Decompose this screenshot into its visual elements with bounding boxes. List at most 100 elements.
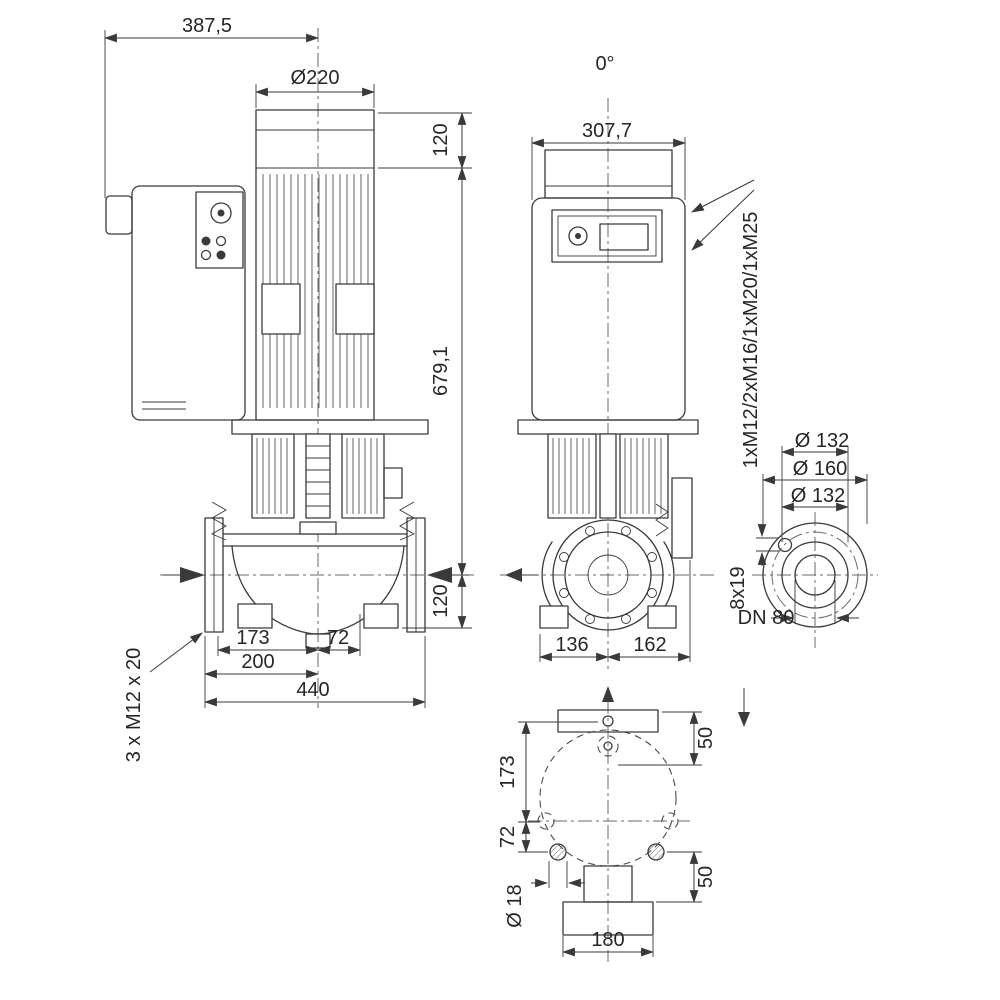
dim-bottom-120-label: 120	[430, 584, 452, 617]
control-knob-icon	[568, 226, 588, 246]
panel-button	[200, 249, 212, 261]
side-boss-hidden	[537, 812, 555, 830]
dim-plan-72-label: 72	[497, 826, 519, 848]
dim-height-label: 679,1	[430, 346, 452, 396]
pump-foot	[363, 603, 399, 629]
cable-gland-boss	[105, 195, 133, 235]
dim-bolt-holes-label: 8x19	[727, 566, 749, 609]
front-view	[505, 149, 699, 631]
dim-flange-160-label: Ø 160	[793, 458, 847, 480]
motor-body-side	[255, 109, 375, 421]
lantern-left-block	[251, 433, 295, 519]
panel-button	[201, 236, 211, 246]
axis-arrow-up-icon	[602, 686, 614, 702]
top-foot-plate	[557, 709, 659, 733]
lantern-right-front	[619, 433, 669, 519]
dim-plan-50-upper-label: 50	[695, 727, 717, 749]
view-direction-arrow-icon	[738, 712, 750, 727]
side-view	[105, 109, 469, 649]
bottom-foot-plate	[562, 901, 654, 936]
dim-front-136-label: 136	[555, 634, 588, 656]
nominal-bore-label: DN 80	[738, 607, 795, 629]
cable-gland-sizes-label: 1xM12/2xM16/1xM20/1xM25	[740, 212, 762, 469]
spring-front	[655, 503, 669, 537]
dim-flange-132-outer-label: Ø 132	[795, 430, 849, 452]
dim-plan-180-label: 180	[591, 929, 624, 951]
panel-button	[215, 235, 227, 247]
foundation-hole	[549, 843, 567, 861]
leader-cable-gland-1	[691, 179, 755, 213]
display-window	[557, 215, 657, 257]
dim-side-440-label: 440	[296, 679, 329, 701]
side-boss-hidden	[661, 812, 679, 830]
control-module-side	[131, 185, 246, 421]
flange-bolt-holes	[559, 526, 657, 624]
hidden-boss	[597, 735, 619, 757]
dim-plan-50-lower-label: 50	[695, 866, 717, 888]
raised-face-front	[564, 531, 652, 619]
leader-cable-gland-2	[691, 189, 755, 251]
flange-view	[738, 522, 868, 727]
pump-foot-front	[647, 605, 677, 629]
center-hole	[603, 741, 613, 751]
lantern-fins	[256, 438, 378, 514]
volute-top-lines	[222, 533, 408, 547]
control-knob-dot	[217, 209, 225, 217]
dim-plan-hole-label: Ø 18	[504, 884, 526, 927]
lantern-fins-front	[552, 438, 662, 514]
flow-arrow-in-icon	[180, 567, 205, 583]
control-knob-icon	[210, 202, 232, 224]
motor-cap-lines	[256, 129, 374, 169]
plate-hole	[602, 715, 614, 727]
plan-view	[537, 686, 679, 936]
dim-total-width-label: 387,5	[182, 15, 232, 37]
flange-outer-circle	[762, 522, 868, 628]
suction-flange-front	[552, 519, 664, 631]
bolts-note-label: 3 x M12 x 20	[123, 648, 145, 763]
dimension-labels: 387,5 Ø220 0° 307,7 120 679,1 120 1xM12/…	[123, 15, 849, 951]
lantern-left-front	[547, 433, 597, 519]
bolt-hole	[777, 537, 793, 553]
seal-cover-boss	[299, 521, 337, 535]
leader-bolts-note	[149, 632, 203, 673]
extension-lines-side	[104, 30, 472, 708]
motor-flange-plate	[231, 419, 429, 435]
volute-hidden-outline	[539, 729, 677, 867]
volute-rim-front	[541, 541, 675, 609]
foundation-hole	[647, 843, 665, 861]
pump-foot	[237, 603, 273, 629]
bore-front	[587, 554, 629, 596]
extension-lines-flange	[756, 446, 868, 624]
shaft-lines	[306, 445, 330, 507]
dim-side-200-label: 200	[241, 651, 274, 673]
seal-housing-stub	[383, 467, 403, 499]
flange-view-crosshair	[752, 512, 878, 648]
bolt-circle	[771, 531, 859, 619]
dim-side-72-label: 72	[327, 627, 349, 649]
plan-view-centerlines	[528, 700, 690, 962]
gland-angle-label: 0°	[595, 53, 614, 75]
raised-face-circle	[781, 541, 849, 609]
support-bracket	[671, 477, 693, 559]
pump-foot-front	[539, 605, 569, 629]
dim-motor-diameter-label: Ø220	[291, 67, 340, 89]
extension-lines-front	[531, 137, 691, 662]
control-knob-dot	[575, 233, 581, 239]
flow-arrow-front-icon	[505, 568, 522, 582]
vent-lines	[142, 401, 186, 410]
display-panel-side	[195, 191, 244, 269]
bore-circle	[794, 554, 836, 596]
dim-side-173-label: 173	[236, 627, 269, 649]
shaft-column-front	[599, 433, 617, 519]
dim-top-120-label: 120	[430, 123, 452, 156]
lcd-display	[599, 223, 649, 251]
lantern-right-block	[341, 433, 385, 519]
panel-button	[216, 250, 226, 260]
dim-flange-132-inner-label: Ø 132	[791, 485, 845, 507]
terminal-box	[335, 283, 375, 335]
display-panel-front	[551, 209, 663, 263]
dimension-lines	[103, 30, 869, 957]
dim-plan-173-label: 173	[497, 755, 519, 788]
